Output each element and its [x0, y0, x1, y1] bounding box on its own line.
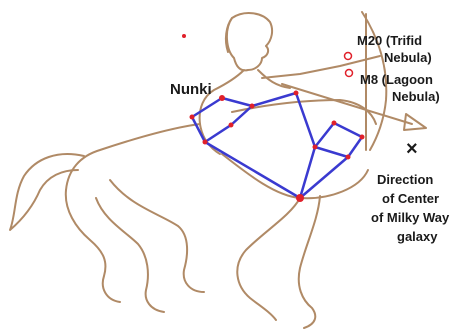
rear-leg-1 [66, 190, 120, 302]
star [190, 115, 195, 120]
centaur-head [227, 13, 272, 70]
horse-back [66, 124, 200, 190]
asterism [192, 93, 362, 198]
m8-label-line1: M8 (Lagoon [360, 72, 433, 87]
centaur-figure [10, 12, 426, 328]
m20-marker [345, 53, 352, 60]
star [313, 145, 318, 150]
m8-marker [346, 70, 353, 77]
nunki-label: Nunki [170, 81, 212, 98]
star [203, 140, 208, 145]
front-leg-2 [299, 196, 320, 328]
rear-leg-3 [110, 180, 204, 292]
asterism-line-spout [315, 123, 362, 157]
stars [182, 34, 365, 202]
galactic-center-marker: × [406, 138, 418, 160]
star [346, 155, 351, 160]
m8-label-line2: Nebula) [392, 89, 440, 104]
star [229, 123, 234, 128]
direction-label-line3: of Milky Way [371, 210, 450, 225]
star [250, 104, 255, 109]
front-leg-1 [237, 198, 300, 320]
m20-label-line2: Nebula) [384, 50, 432, 65]
star [294, 91, 299, 96]
direction-label-line1: Direction [377, 172, 433, 187]
star [332, 121, 337, 126]
star-kaus-australis [296, 194, 304, 202]
m20-label-line1: M20 (Trifid [357, 33, 422, 48]
direction-label-line4: galaxy [397, 229, 438, 244]
direction-label-line2: of Center [382, 191, 439, 206]
star-nunki [219, 95, 225, 101]
horse-belly [222, 154, 368, 198]
star [182, 34, 186, 38]
star [360, 135, 365, 140]
